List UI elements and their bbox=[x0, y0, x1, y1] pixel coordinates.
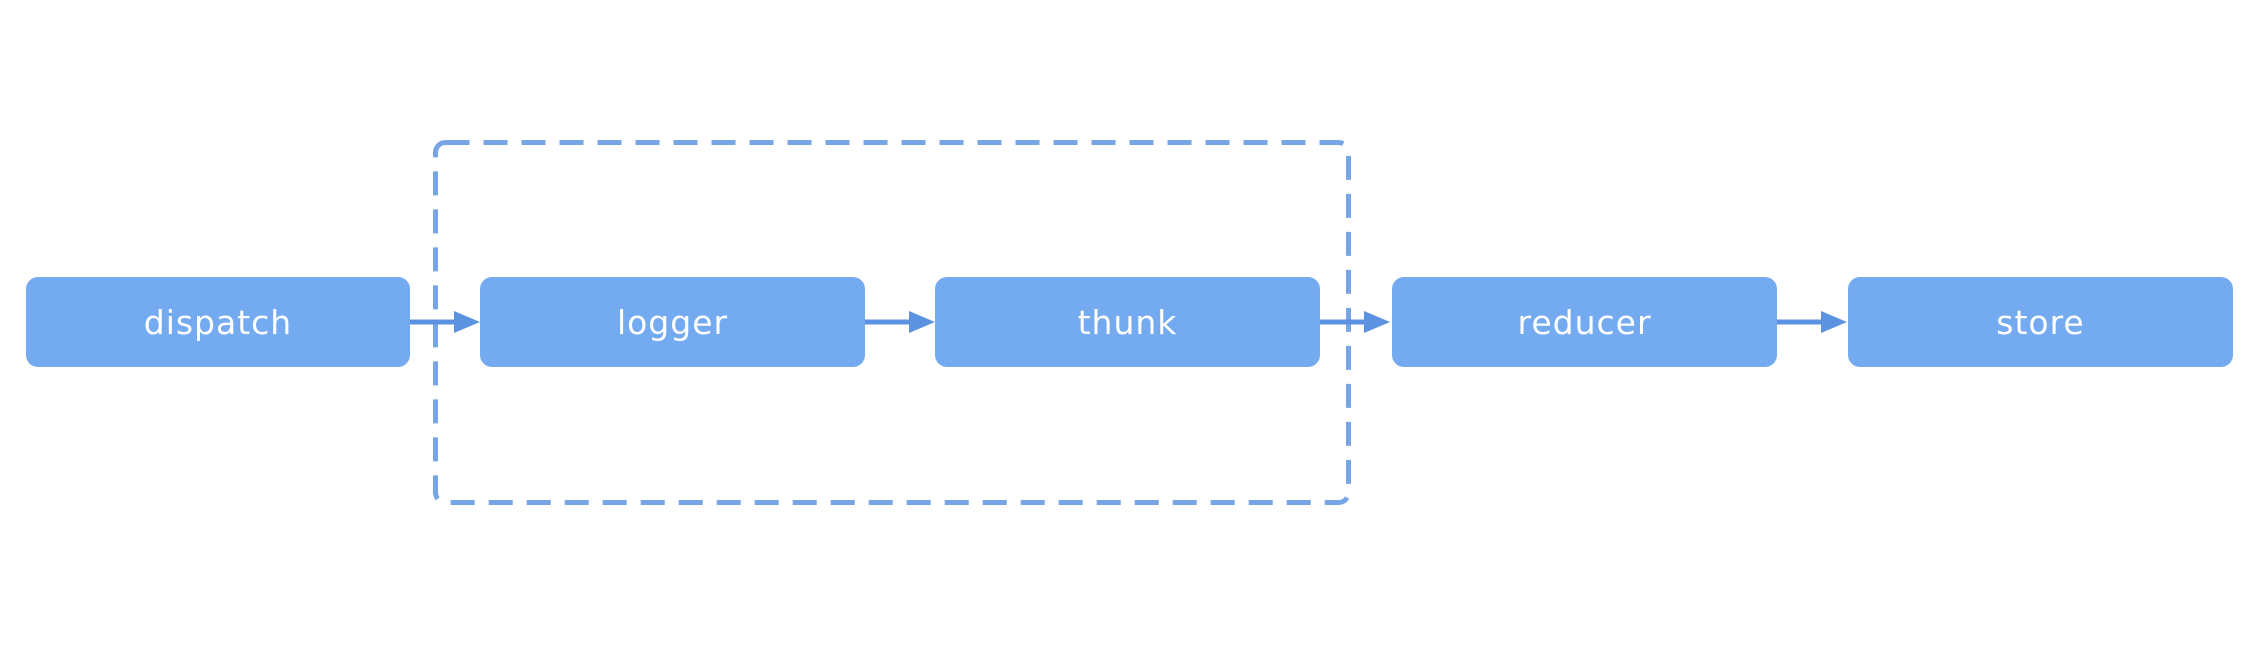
node-store-label: store bbox=[1996, 302, 2085, 342]
arrow-dispatch-to-logger-icon bbox=[410, 311, 480, 333]
node-logger-label: logger bbox=[616, 302, 729, 342]
node-dispatch-label: dispatch bbox=[143, 302, 293, 342]
arrow-logger-to-thunk-icon bbox=[865, 311, 935, 333]
node-thunk: thunk bbox=[935, 277, 1320, 367]
node-reducer-label: reducer bbox=[1517, 302, 1652, 342]
node-store: store bbox=[1848, 277, 2233, 367]
node-dispatch: dispatch bbox=[26, 277, 410, 367]
node-reducer: reducer bbox=[1392, 277, 1777, 367]
arrow-thunk-to-reducer-icon bbox=[1320, 311, 1390, 333]
node-logger: logger bbox=[480, 277, 865, 367]
node-thunk-label: thunk bbox=[1077, 302, 1178, 342]
arrow-reducer-to-store-icon bbox=[1777, 311, 1847, 333]
